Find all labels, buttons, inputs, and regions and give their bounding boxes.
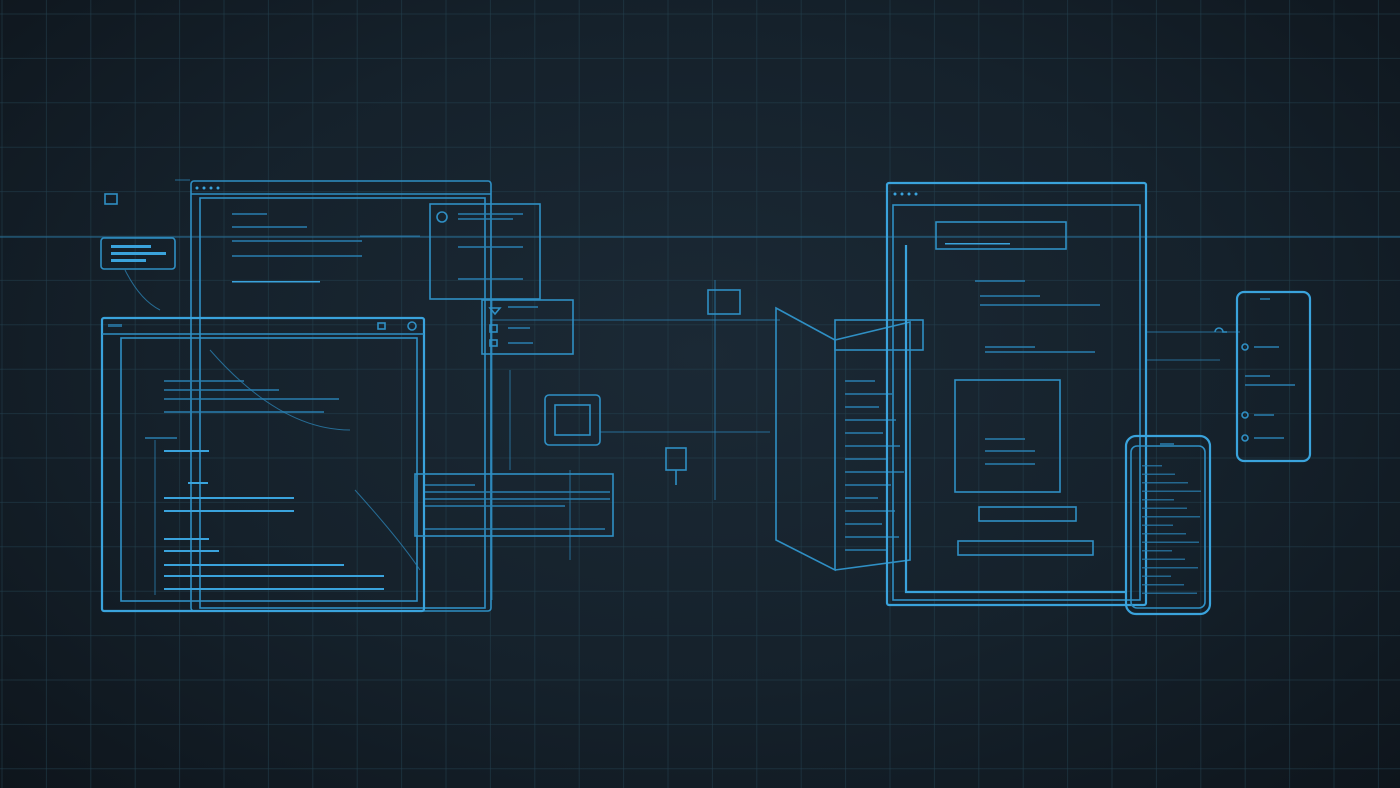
text-line [1142,575,1171,577]
cloud-icon [1214,327,1227,333]
design-window [885,181,1148,607]
filter-icon [488,307,502,316]
text-line [1142,499,1174,501]
text-line [1142,558,1185,560]
text-line [845,406,879,408]
filter-popup [481,299,574,355]
text-line [845,523,882,525]
text-line [845,458,887,460]
plug-icon [665,447,687,485]
text-line [845,432,883,434]
text-line [1142,490,1201,492]
code-editor-window [100,316,426,613]
text-line [1142,473,1175,475]
text-line [1142,550,1172,552]
text-line [1142,507,1187,509]
wordpress-icon [436,211,448,223]
text-line [845,380,875,382]
text-line [1142,482,1188,484]
window-dots-icon [893,192,918,196]
text-line [845,497,878,499]
text-line [845,549,886,551]
text-line [1142,516,1200,518]
chip-icon [544,394,601,446]
text-line [845,484,891,486]
folded-panels [775,306,924,572]
text-line [1142,584,1184,586]
text-line [845,419,896,421]
text-line [845,536,899,538]
window-icon [707,289,741,315]
text-line [1142,541,1199,543]
text-line [1142,592,1197,594]
text-line [1142,567,1198,569]
info-tooltip [414,473,614,537]
window-dots-icon [195,186,220,190]
chat-icon [489,339,498,347]
grid-icon [489,324,498,333]
text-line [1142,533,1186,535]
phone-front [1124,434,1212,616]
text-line [845,445,900,447]
text-line [845,471,904,473]
text-line [1142,465,1162,467]
plugin-popup [429,203,541,300]
phone-back [1235,290,1312,463]
note-card [100,193,176,270]
text-line [845,393,892,395]
text-line [845,510,895,512]
text-line [1142,524,1173,526]
connector-lines [0,179,1400,600]
